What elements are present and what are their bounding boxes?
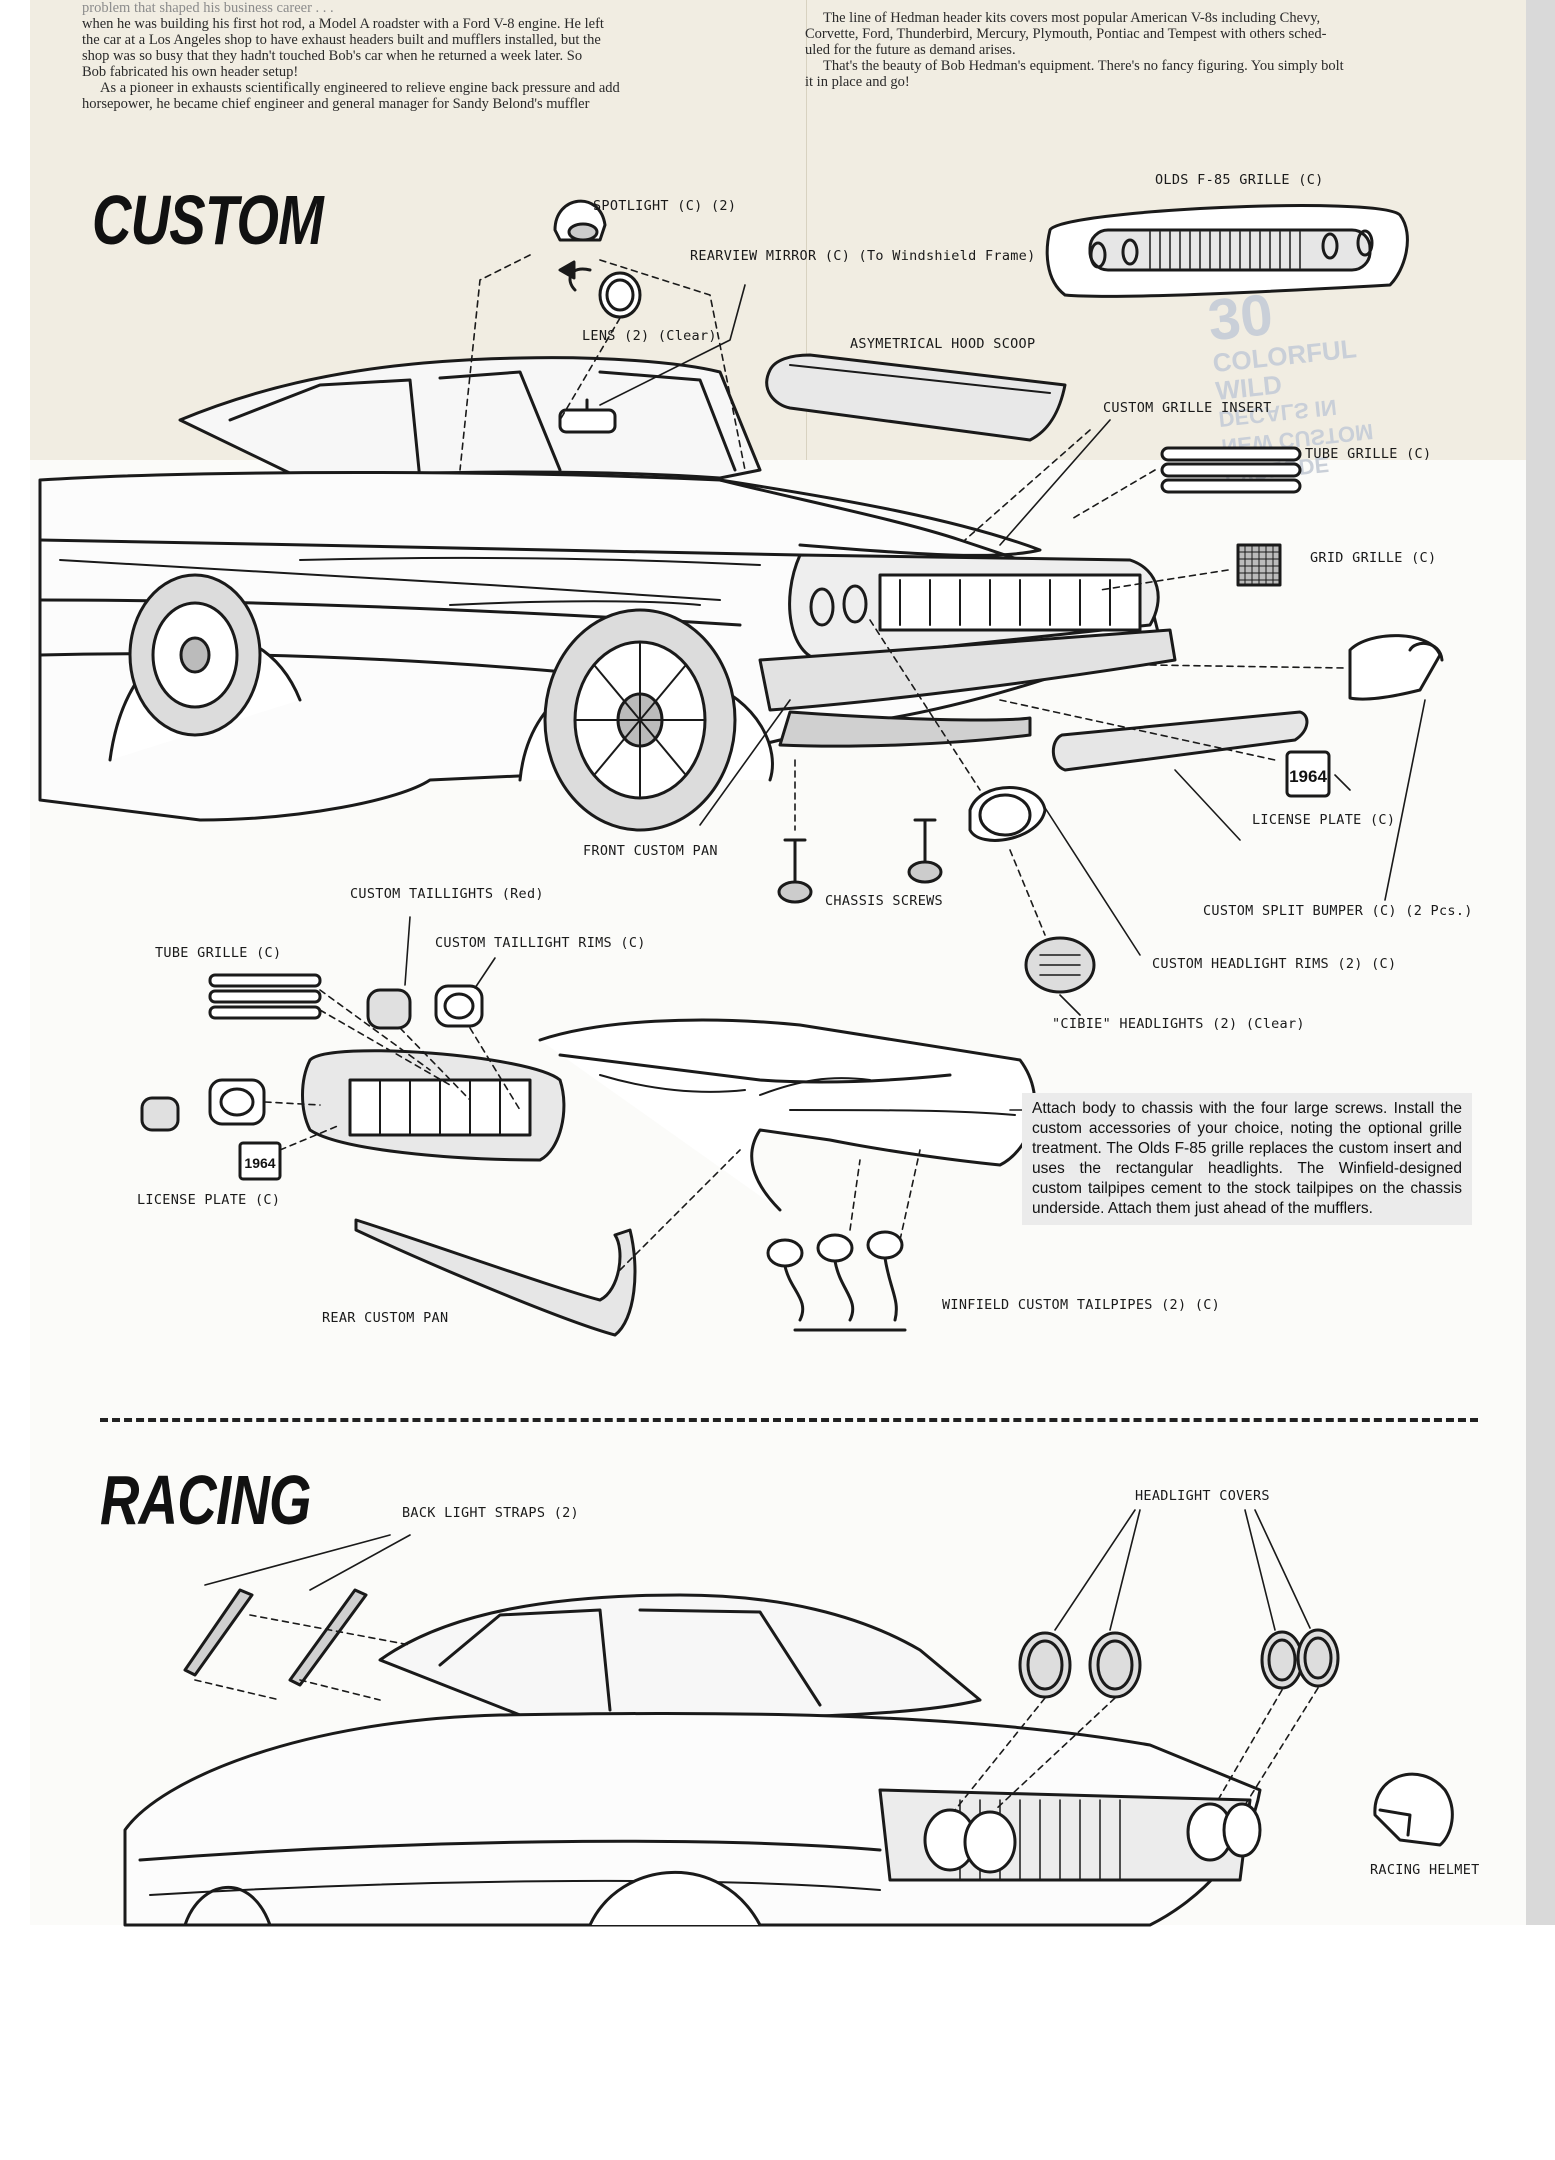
taillights-part xyxy=(140,984,484,1132)
label-chassis-screws: CHASSIS SCREWS xyxy=(825,893,943,909)
label-taillights: CUSTOM TAILLIGHTS (Red) xyxy=(350,886,544,902)
label-headlight-rims: CUSTOM HEADLIGHT RIMS (2) (C) xyxy=(1152,956,1397,972)
label-front-pan: FRONT CUSTOM PAN xyxy=(583,843,718,859)
label-split-bumper: CUSTOM SPLIT BUMPER (C) (2 Pcs.) xyxy=(1203,903,1473,919)
rear-custom-pan-part xyxy=(354,1218,637,1337)
intro-line: horsepower, he became chief engineer and… xyxy=(82,96,590,112)
back-light-straps-part xyxy=(183,1588,368,1687)
racing-section-title: RACING xyxy=(100,1461,311,1539)
tube-grille-rear-part xyxy=(208,973,322,1020)
license-plate-front-part xyxy=(1285,750,1331,798)
label-olds-grille: OLDS F-85 GRILLE (C) xyxy=(1155,172,1324,188)
label-license-plate-front: LICENSE PLATE (C) xyxy=(1252,812,1396,828)
intro-line: it in place and go! xyxy=(805,74,910,90)
label-license-plate-rear: LICENSE PLATE (C) xyxy=(137,1192,281,1208)
section-divider xyxy=(100,1418,1478,1422)
split-bumper-part xyxy=(1051,634,1444,772)
olds-grille-part xyxy=(1045,204,1409,298)
intro-line: That's the beauty of Bob Hedman's equipm… xyxy=(823,58,1344,74)
label-headlight-covers: HEADLIGHT COVERS xyxy=(1135,1488,1270,1504)
rear-car-illustration xyxy=(538,1018,1037,1212)
intro-line: problem that shaped his business career … xyxy=(82,0,334,16)
hood-scoop-part xyxy=(765,353,1067,442)
intro-line: when he was building his first hot rod, … xyxy=(82,16,604,32)
label-tailpipes: WINFIELD CUSTOM TAILPIPES (2) (C) xyxy=(942,1297,1221,1313)
instructions-box: Attach body to chassis with the four lar… xyxy=(1022,1093,1472,1225)
intro-line: uled for the future as demand arises. xyxy=(805,42,1016,58)
intro-left-column: problem that shaped his business career … xyxy=(82,0,737,112)
label-taillight-rims: CUSTOM TAILLIGHT RIMS (C) xyxy=(435,935,646,951)
intro-line: As a pioneer in exhausts scientifically … xyxy=(100,80,620,96)
custom-car-illustration xyxy=(38,356,1177,832)
spotlight-part xyxy=(553,199,642,319)
label-grid-grille: GRID GRILLE (C) xyxy=(1310,550,1437,566)
rear-plate-text: 1964 xyxy=(244,1155,275,1171)
racing-car-illustration xyxy=(123,1593,1262,1927)
intro-line: Bob fabricated his own header setup! xyxy=(82,64,299,80)
racing-helmet-part xyxy=(1373,1772,1454,1847)
label-rear-pan: REAR CUSTOM PAN xyxy=(322,1310,449,1326)
intro-right-column: The line of Hedman header kits covers mo… xyxy=(805,10,1445,90)
label-hood-scoop: ASYMETRICAL HOOD SCOOP xyxy=(850,336,1036,352)
intro-line: Corvette, Ford, Thunderbird, Mercury, Pl… xyxy=(805,26,1327,42)
headlight-rims-part xyxy=(968,786,1096,994)
label-lens: LENS (2) (Clear) xyxy=(582,328,717,344)
intro-line: the car at a Los Angeles shop to have ex… xyxy=(82,32,601,48)
grid-grille-part xyxy=(1236,543,1282,587)
label-cibie-headlights: "CIBIE" HEADLIGHTS (2) (Clear) xyxy=(1052,1016,1305,1032)
tailpipes-part xyxy=(766,1230,907,1332)
intro-line: shop was so busy that they hadn't touche… xyxy=(82,48,583,64)
label-grille-insert: CUSTOM GRILLE INSERT xyxy=(1103,400,1272,416)
label-rearview-mirror: REARVIEW MIRROR (C) (To Windshield Frame… xyxy=(690,248,1036,264)
tube-grille-front-part xyxy=(1160,446,1302,494)
fold-line xyxy=(806,0,807,460)
chassis-screws-part xyxy=(777,818,943,904)
intro-line: The line of Hedman header kits covers mo… xyxy=(823,10,1321,26)
rear-grille-housing-part xyxy=(301,1049,566,1162)
label-tube-grille-front: TUBE GRILLE (C) xyxy=(1305,446,1432,462)
label-tube-grille-rear: TUBE GRILLE (C) xyxy=(155,945,282,961)
license-plate-rear-part xyxy=(238,1141,282,1181)
front-plate-text: 1964 xyxy=(1289,767,1327,786)
rearview-mirror-part xyxy=(558,398,617,434)
headlight-covers-part xyxy=(1018,1628,1340,1699)
custom-section-title: CUSTOM xyxy=(92,181,324,259)
scanner-edge xyxy=(1526,0,1555,1925)
label-back-light-straps: BACK LIGHT STRAPS (2) xyxy=(402,1505,579,1521)
label-racing-helmet: RACING HELMET xyxy=(1370,1862,1480,1878)
label-spotlight: SPOTLIGHT (C) (2) xyxy=(593,198,737,214)
